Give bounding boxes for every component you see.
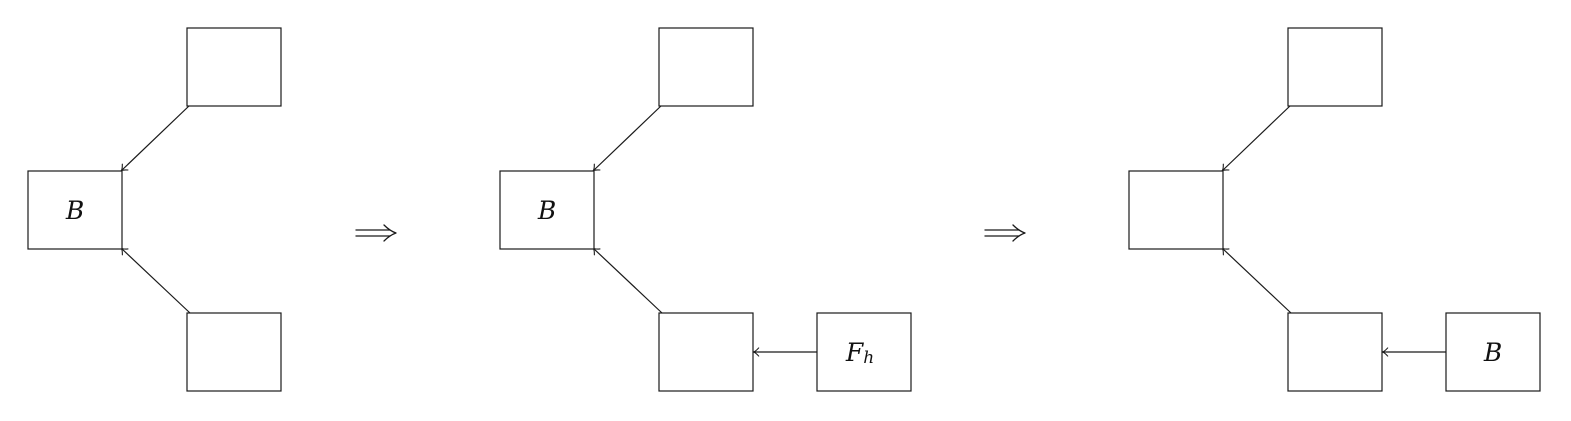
implies-layer — [355, 224, 1026, 242]
edge-top-to-mid — [120, 104, 191, 172]
implies-arrow-1 — [355, 224, 397, 242]
node-box-mid — [499, 170, 595, 250]
node-box-top — [658, 27, 754, 107]
node-box-side — [816, 312, 912, 392]
node-box-top — [1287, 27, 1383, 107]
panel-2: B Fh — [499, 27, 912, 392]
edge-side-to-bot — [752, 347, 817, 357]
node-box-bot — [658, 312, 754, 392]
node-box-top — [186, 27, 282, 107]
panel-1: B — [27, 27, 282, 392]
node-label-side: B — [1483, 338, 1502, 367]
node-box-mid — [27, 170, 123, 250]
edge-bot-to-mid — [1221, 247, 1292, 314]
edge-top-to-mid — [592, 104, 663, 172]
edge-bot-to-mid — [592, 247, 663, 314]
node-box-bot — [186, 312, 282, 392]
node-box-mid — [1128, 170, 1224, 250]
edge-top-to-mid — [1221, 104, 1292, 172]
node-box-side — [1445, 312, 1541, 392]
node-box-bot — [1287, 312, 1383, 392]
panel-3: B — [1128, 27, 1541, 392]
node-label-mid: B — [537, 196, 556, 225]
node-label-side: Fh — [845, 338, 874, 369]
implies-arrow-2 — [984, 224, 1026, 242]
node-label-mid: B — [65, 196, 84, 225]
edge-side-to-bot — [1381, 347, 1446, 357]
edges-layer — [120, 104, 1446, 357]
nodes-layer: B B Fh B — [27, 27, 1541, 392]
edge-bot-to-mid — [120, 247, 191, 314]
